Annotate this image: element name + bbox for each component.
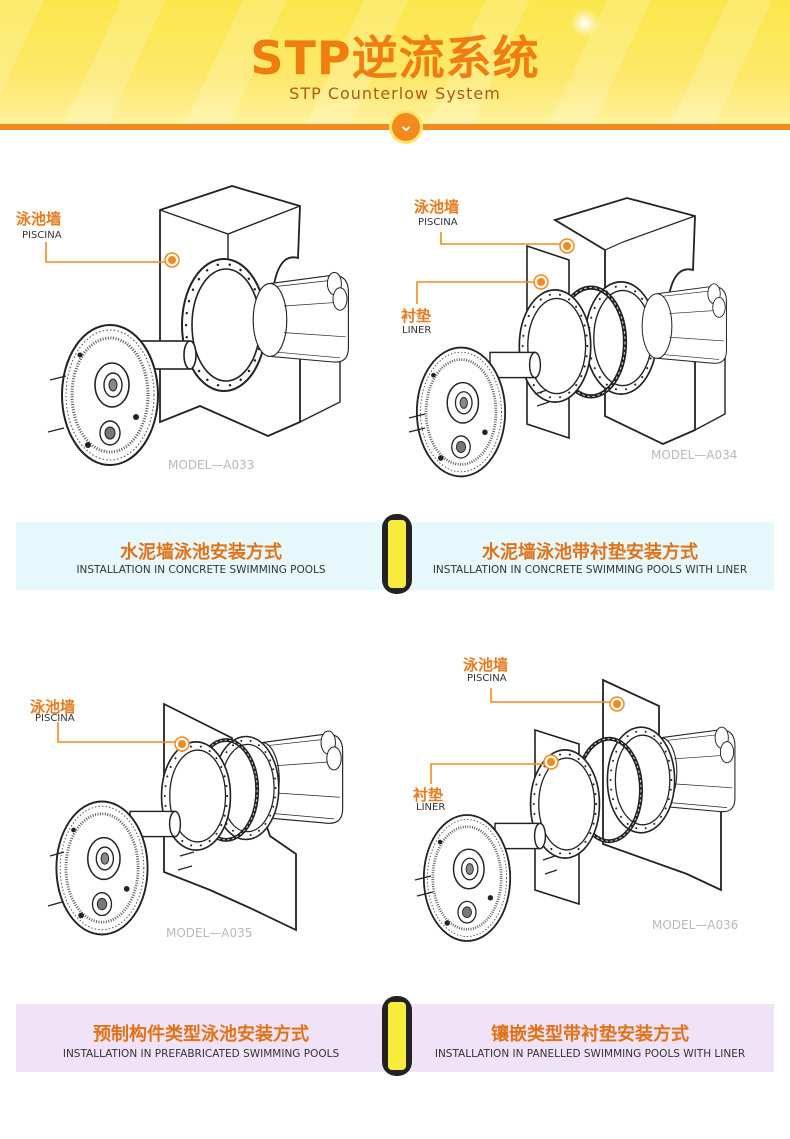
callout-liner-en: LINER <box>402 325 432 336</box>
callout-liner-cn: 衬垫 <box>401 307 432 325</box>
sparkle-decoration <box>570 8 600 38</box>
diagram-a036: 泳池墙 PISCINA 衬垫 LINER MODEL—A036 <box>395 640 790 960</box>
diagram-a033: 泳池墙 PISCINA MODEL—A033 <box>0 150 380 500</box>
caption-cn: 镶嵌类型带衬垫安装方式 <box>491 1024 689 1045</box>
caption-cn: 水泥墙泳池带衬垫安装方式 <box>482 542 698 563</box>
caption-cn: 预制构件类型泳池安装方式 <box>93 1024 309 1045</box>
model-label: MODEL—A033 <box>168 458 255 472</box>
concrete-pool-illustration <box>45 185 349 467</box>
model-label: MODEL—A034 <box>651 448 738 462</box>
caption-en: INSTALLATION IN PREFABRICATED SWIMMING P… <box>62 1048 340 1060</box>
callout-wall-en: PISCINA <box>22 230 62 241</box>
callout-liner-cn: 衬垫 <box>413 786 444 804</box>
caption-cn: 水泥墙泳池安装方式 <box>120 542 282 563</box>
caption-band-concrete-liner: 水泥墙泳池带衬垫安装方式 INSTALLATION IN CONCRETE SW… <box>406 522 774 590</box>
prefabricated-pool-illustration <box>47 702 344 936</box>
callout-wall-en: PISCINA <box>467 673 507 684</box>
caption-band-prefabricated: 预制构件类型泳池安装方式 INSTALLATION IN PREFABRICAT… <box>16 1004 386 1072</box>
callout-wall-cn: 泳池墙 <box>414 198 460 216</box>
caption-band-panelled-liner: 镶嵌类型带衬垫安装方式 INSTALLATION IN PANELLED SWI… <box>406 1004 774 1072</box>
panelled-liner-pool-illustration <box>414 678 736 943</box>
divider-badge <box>382 514 412 594</box>
header-banner: STP逆流系统 STP Counterlow System <box>0 0 790 128</box>
chevron-down-icon: ⌄ <box>389 110 423 144</box>
caption-en: INSTALLATION IN CONCRETE SWIMMING POOLS <box>76 564 326 576</box>
model-label: MODEL—A035 <box>166 926 253 940</box>
page-title: STP逆流系统 <box>250 31 540 85</box>
callout-wall-cn: 泳池墙 <box>463 656 509 674</box>
caption-en: INSTALLATION IN PANELLED SWIMMING POOLS … <box>434 1048 746 1060</box>
model-label: MODEL—A036 <box>652 918 739 932</box>
callout-liner-en: LINER <box>416 802 446 813</box>
callout-wall-en: PISCINA <box>35 713 75 724</box>
callout-wall-en: PISCINA <box>418 217 458 228</box>
page-subtitle: STP Counterlow System <box>289 84 501 103</box>
callout-wall-cn: 泳池墙 <box>16 210 62 228</box>
callout-wall-cn: 泳池墙 <box>30 698 76 716</box>
caption-band-concrete: 水泥墙泳池安装方式 INSTALLATION IN CONCRETE SWIMM… <box>16 522 386 590</box>
caption-en: INSTALLATION IN CONCRETE SWIMMING POOLS … <box>432 564 748 576</box>
diagram-a035: 泳池墙 PISCINA MODEL—A035 <box>0 640 380 970</box>
diagram-a034: 泳池墙 PISCINA 衬垫 LINER MODEL—A034 <box>395 150 790 500</box>
divider-badge <box>382 996 412 1076</box>
concrete-liner-pool-illustration <box>408 197 727 478</box>
